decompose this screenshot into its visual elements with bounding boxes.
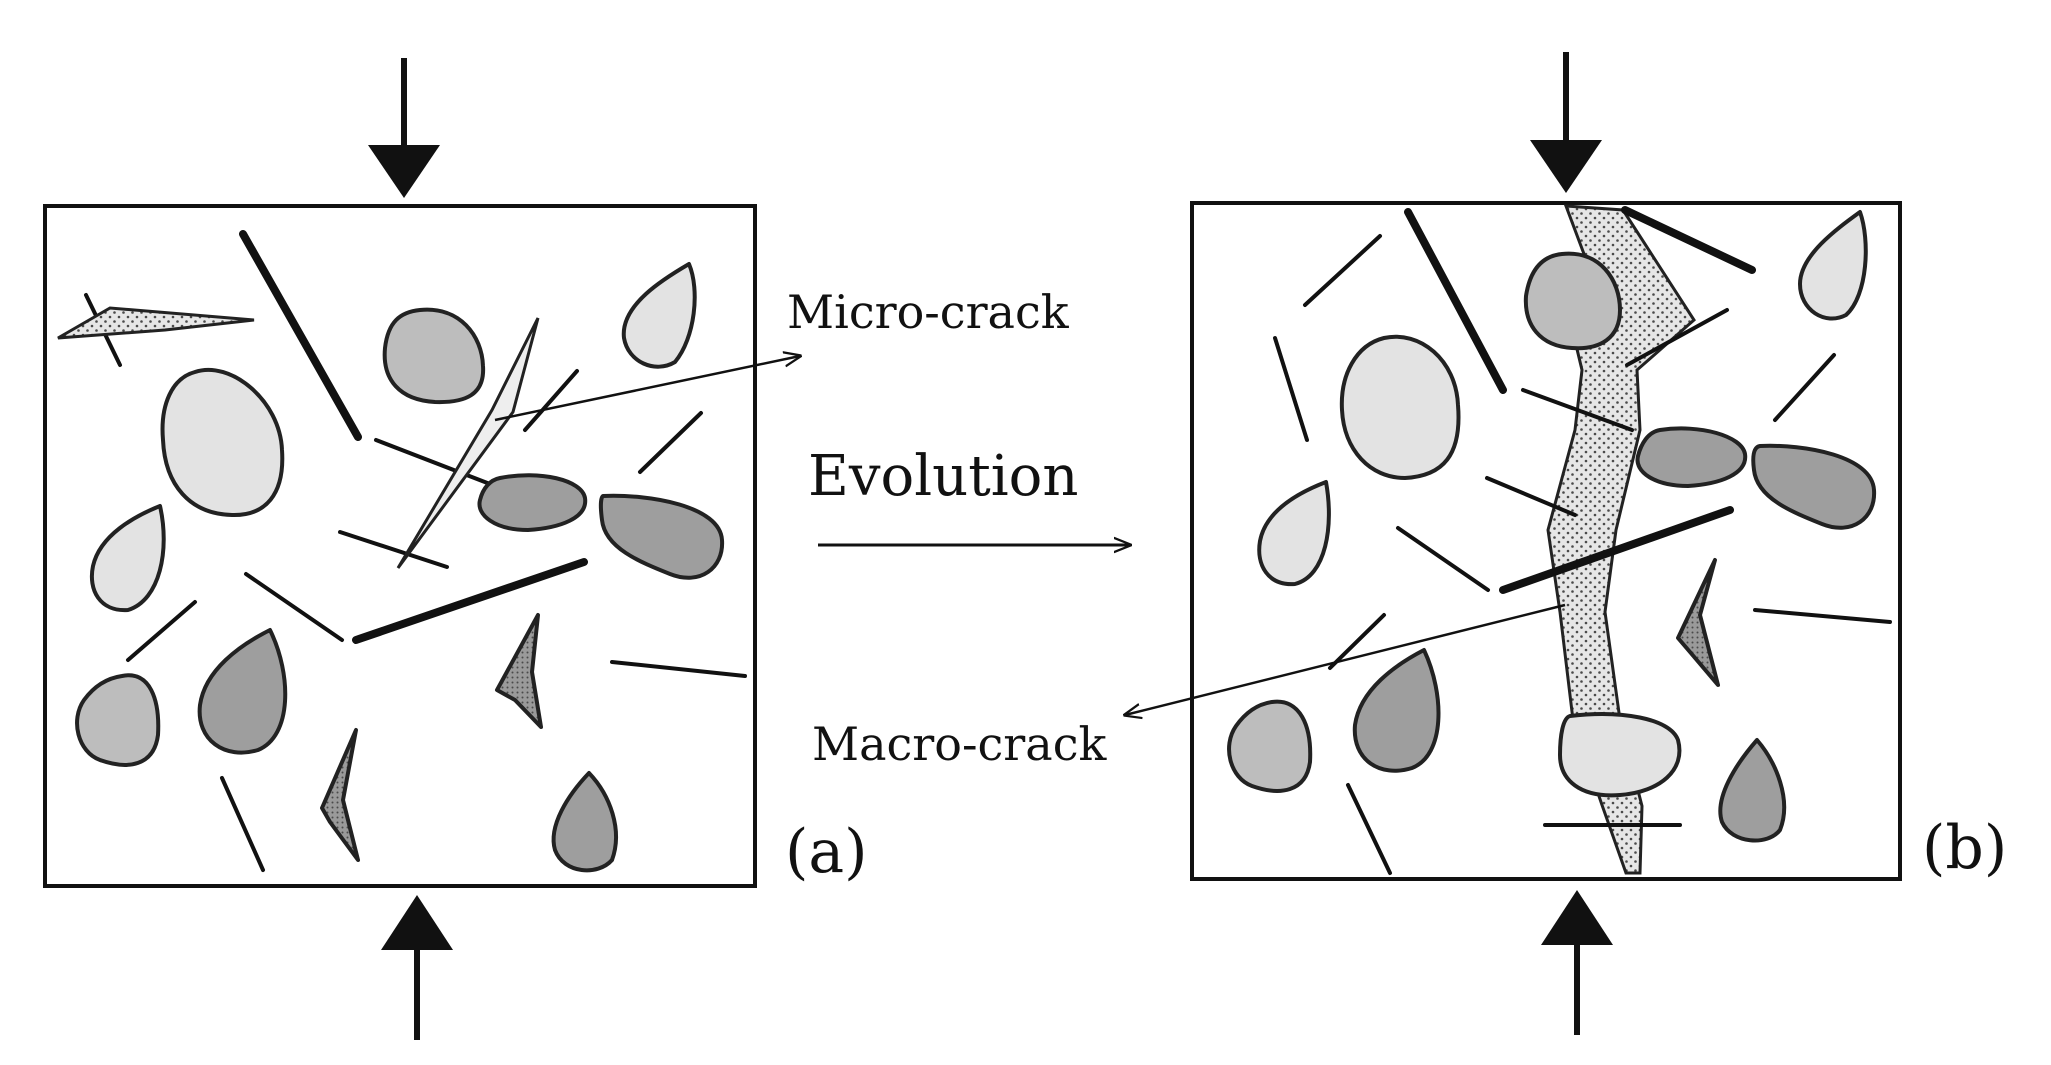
panel-b: Macro-crack (b) bbox=[812, 52, 2007, 1035]
load-arrow-bottom-a bbox=[381, 895, 453, 1040]
aggregates-b bbox=[1227, 210, 1877, 843]
aggregates-a bbox=[75, 262, 725, 873]
micro-cracks-a bbox=[84, 230, 747, 872]
macro-crack-label: Macro-crack bbox=[812, 717, 1107, 771]
macro-crack-leader-line bbox=[1125, 603, 1566, 715]
macro-crack-zone-b bbox=[1546, 204, 1696, 875]
panel-a: Micro-crack (a) bbox=[43, 58, 1070, 1040]
micro-crack-label: Micro-crack bbox=[787, 285, 1070, 339]
load-arrow-bottom-b bbox=[1541, 890, 1613, 1035]
load-arrow-top-b bbox=[1530, 52, 1602, 193]
micro-crack-zone-a bbox=[396, 317, 540, 569]
evolution-label: Evolution bbox=[808, 444, 1078, 509]
evolution-arrow-group: Evolution bbox=[808, 444, 1130, 545]
flat-pore-a bbox=[57, 306, 255, 340]
cracks-b bbox=[1273, 206, 1892, 875]
panel-a-label: (a) bbox=[785, 817, 868, 887]
load-arrow-top-a bbox=[368, 58, 440, 198]
micro-crack-leader-line bbox=[494, 356, 800, 422]
panel-b-label: (b) bbox=[1922, 813, 2007, 883]
